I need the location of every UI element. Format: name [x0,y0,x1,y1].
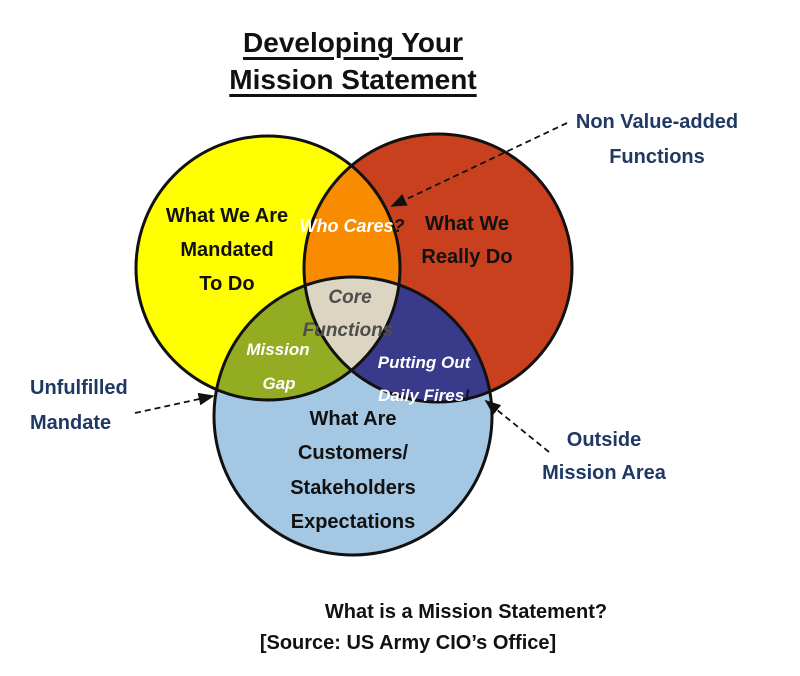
annotation-unfulfilled-mandate: Unfulfilled Mandate [30,371,128,441]
annotation-outside-mission-area: Outside Mission Area [454,424,754,490]
circle-customers-outline [212,275,494,557]
label-customers-line-4: Expectations [291,511,415,533]
label-daily-fires-line-1: Putting Out [378,353,472,372]
circle-mandated-outline [134,134,402,402]
label-mandated-line-2: Mandated [180,239,273,261]
arrow-outside-mission-area [484,399,550,453]
overlap-mission-gap-region [214,277,400,400]
label-mandated-line-1: What We Are [166,205,288,227]
label-customers: What Are Customers/ Stakeholders Expecta… [290,408,416,533]
label-who-cares: Who Cares? [299,216,404,236]
label-core-line-1: Core [328,287,372,308]
annotation-outside-line-2: Mission Area [542,462,666,484]
label-mission-gap: Mission Gap [246,340,309,393]
label-who-cares-punct: ? [394,216,405,236]
circle-really-do-outline [302,132,574,404]
title-line-1: Developing Your [243,27,463,58]
arrow-non-value-added [390,122,568,207]
label-mission-gap-line-1: Mission [246,340,309,359]
annotation-non-value-added-line-1: Non Value-added [575,111,739,133]
title-line-2: Mission Statement [229,64,477,95]
annotation-unfulfilled-line-1: Unfulfilled [30,377,128,399]
label-really-do-line-2: Really Do [421,246,512,268]
caption-source: [Source: US Army CIO’s Office] [259,632,557,654]
label-customers-line-2: Customers/ [298,442,408,464]
label-daily-fires-punct: ! [464,386,470,405]
page-title: Developing Your Mission Statement [3,24,703,98]
label-daily-fires: Putting Out Daily Fires! [378,353,472,405]
label-core-line-2: Functions [303,320,394,341]
label-mandated: What We Are Mandated To Do [166,205,288,295]
label-daily-fires-text: Daily Fires [378,386,464,405]
label-core: Core Functions [303,287,394,341]
label-who-cares-text: Who Cares [299,216,393,236]
label-customers-line-1: What Are [309,408,396,430]
annotation-outside-line-1: Outside [566,429,642,451]
label-mandated-line-3: To Do [199,273,254,295]
annotation-non-value-added-line-2: Functions [609,146,705,168]
label-daily-fires-line-2: Daily Fires! [378,386,470,405]
label-customers-line-3: Stakeholders [290,477,416,499]
annotation-non-value-added: Non Value-added Functions [507,105,800,175]
label-really-do-line-1: What We [425,213,509,235]
arrow-unfulfilled-mandate [134,392,215,414]
caption-question: What is a Mission Statement? [324,601,608,623]
label-really-do: What We Really Do [421,213,512,268]
overlap-daily-fires-region [304,277,492,402]
annotation-unfulfilled-line-2: Mandate [30,412,112,434]
label-mission-gap-line-2: Gap [262,374,295,393]
